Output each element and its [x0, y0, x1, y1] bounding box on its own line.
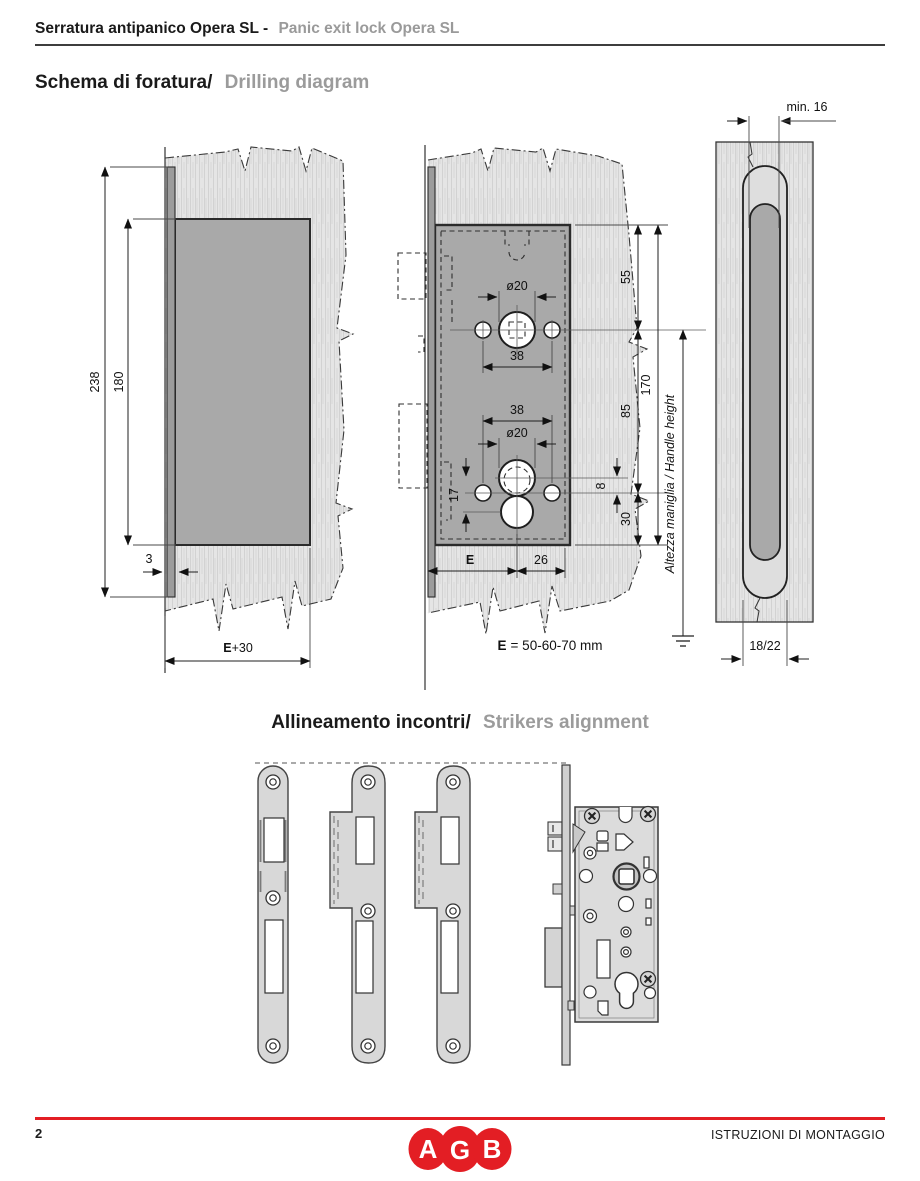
logo-letter-g: G	[450, 1135, 470, 1165]
header-title-english: Panic exit lock Opera SL	[278, 20, 460, 37]
dim-edge-dist: 26	[534, 553, 548, 567]
dim-cyl-dia: ø20	[506, 426, 528, 440]
lock-mechanism-parts	[578, 830, 658, 1016]
agb-logo: A G B	[408, 1126, 512, 1172]
dim-handle-to-cyl: 85	[619, 404, 633, 418]
logo-circle-a	[408, 1128, 448, 1170]
strikers-title-english: Strikers alignment	[483, 712, 649, 733]
handle-hole-group	[450, 305, 706, 356]
logo-letter-a: A	[419, 1134, 438, 1164]
dim-width: E+30	[223, 641, 253, 655]
lock-body	[544, 764, 659, 1066]
mortise-pocket	[174, 218, 311, 546]
dim-handle-spacing: 38	[510, 349, 524, 363]
backset-note-e: E	[498, 638, 507, 653]
backset-note-values: = 50-60-70 mm	[511, 638, 603, 653]
height-dimensions: 55 85 30 170	[575, 224, 668, 546]
handle-dimensions: ø20 38	[478, 279, 556, 373]
strikers-title-italian: Allineamento incontri/	[271, 712, 471, 733]
faceplate-section	[427, 166, 436, 598]
drilling-left-view: 238 180 3 E+30	[88, 146, 355, 673]
doc-type-label: ISTRUZIONI DI MONTAGGIO	[710, 1128, 885, 1142]
dim-slot-width: 18/22	[749, 639, 780, 653]
case-top-notch	[618, 807, 633, 824]
break-crack-top	[747, 141, 754, 168]
dim-min-material: min. 16	[787, 100, 828, 114]
logo-circle-g	[439, 1126, 481, 1172]
break-crack-bottom	[754, 597, 761, 623]
page-number: 2	[35, 1126, 43, 1141]
flanged-striker-plate-1	[330, 766, 385, 1063]
handle-height-label: Altezza maniglia / Handle height	[663, 394, 677, 574]
dim-cyl-centers: 17	[447, 488, 461, 502]
dim-width-e: E	[223, 641, 231, 655]
strikers-section-title: Allineamento incontri/ Strikers alignmen…	[0, 712, 920, 734]
dashed-hardware-outlines	[397, 231, 530, 521]
cylinder-hole-group	[463, 455, 668, 536]
drilling-section-title: Schema di foratura/ Drilling diagram	[35, 72, 369, 94]
euro-cylinder-cutout	[614, 971, 639, 1010]
dim-pocket-height: 180	[112, 372, 126, 393]
flat-striker-plate	[257, 765, 289, 1064]
logo-circle-b	[472, 1128, 512, 1170]
backset-note: E = 50-60-70 mm	[498, 638, 603, 653]
door-break-outline	[164, 146, 355, 632]
lock-case-inner-line	[578, 810, 655, 1019]
footer-rule	[35, 1117, 885, 1120]
drilling-title-italian: Schema di foratura/	[35, 72, 213, 93]
dim-backset: E	[466, 553, 474, 567]
flanged-striker-plate-2	[415, 766, 470, 1063]
plate-dashed-outline	[440, 230, 566, 540]
lock-body-slot	[749, 203, 781, 561]
latch-bolt	[547, 821, 563, 852]
drilling-edge-view: min. 16 18/22	[715, 100, 836, 666]
logo-letter-b: B	[483, 1134, 502, 1164]
dim-faceplate-thickness: 3	[146, 552, 153, 566]
left-view-dimensions: 238 180 3 E+30	[88, 166, 311, 668]
dim-top-to-handle: 55	[619, 270, 633, 284]
page-header: Serratura antipanico Opera SL - Panic ex…	[35, 20, 459, 38]
handle-height-dimension: Altezza maniglia / Handle height	[663, 329, 694, 647]
dim-width-rest: +30	[232, 641, 253, 655]
latch-wedge	[572, 823, 586, 854]
drilling-front-view: ø20 38	[397, 145, 706, 690]
faceplate-clip	[567, 1000, 575, 1011]
spindle-follower	[612, 862, 641, 891]
lock-faceplate	[561, 764, 571, 1066]
backset-dimensions: E 26	[427, 534, 566, 578]
edge-view-dimensions: min. 16 18/22	[721, 100, 836, 666]
dim-plate-height: 170	[639, 375, 653, 396]
dim-total-height: 238	[88, 372, 102, 393]
dim-cyl-to-bottom: 30	[619, 512, 633, 526]
deadbolt	[544, 927, 563, 988]
strikers-alignment-figure	[255, 762, 659, 1066]
header-title-italian: Serratura antipanico Opera SL -	[35, 20, 269, 37]
cylinder-dimensions: 38 ø20 17 8	[447, 403, 621, 532]
drilling-title-english: Drilling diagram	[224, 72, 370, 93]
ground-symbol-icon	[672, 635, 694, 647]
header-rule	[35, 44, 885, 46]
faceplate-section	[166, 166, 176, 598]
dim-handle-dia: ø20	[506, 279, 528, 293]
faceplate-clip	[552, 883, 563, 895]
dim-cyl-spacing: 38	[510, 403, 524, 417]
dim-cyl-offset: 8	[594, 482, 608, 489]
